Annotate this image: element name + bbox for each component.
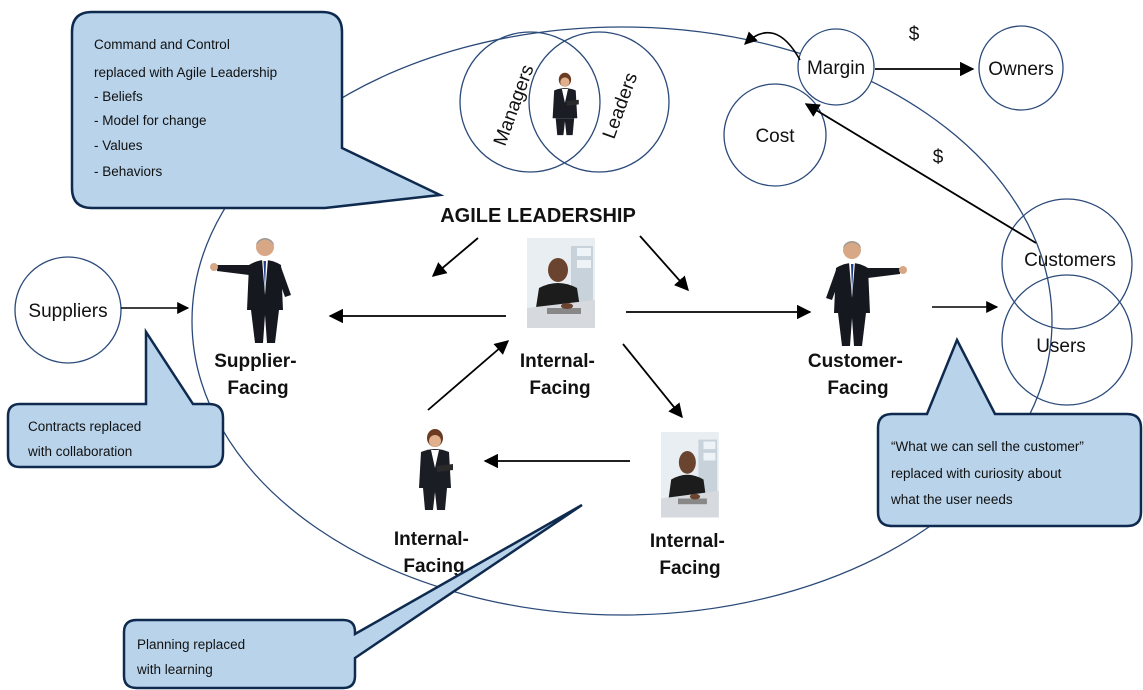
callout-contracts	[6, 327, 225, 469]
internal-facing-center-icon	[527, 238, 595, 328]
arrow-center-to-bottomright	[622, 343, 683, 419]
callout-command-and-control	[70, 10, 445, 210]
customer-facing-businessman-icon	[826, 241, 907, 346]
leaders-circle	[528, 31, 670, 173]
supplier-facing-businessman-icon	[210, 238, 291, 343]
arrow-bottomleft-to-center	[427, 340, 510, 411]
callout-contracts-text: Contracts replaced with collaboration	[27, 419, 145, 459]
callout-planning	[122, 503, 583, 690]
callout-planning-text: Planning replaced with learning	[136, 637, 249, 677]
margin-label: Margin	[807, 58, 865, 79]
arrow-customers-margin	[804, 103, 1037, 244]
arrow-leadership-left	[431, 237, 479, 277]
suppliers-circle	[14, 256, 122, 364]
cost-circle	[723, 83, 827, 187]
customers-circle	[1001, 198, 1133, 330]
users-label: Users	[1036, 336, 1086, 357]
callout-customer-text: “What we can sell the customer” replaced…	[890, 439, 1088, 507]
arrow-margin-curve	[744, 31, 801, 61]
cost-label: Cost	[755, 126, 795, 147]
internal-facing-bottom-right-icon	[661, 432, 719, 518]
internal-facing-bottom-left-label: Internal- Facing	[394, 529, 474, 577]
suppliers-label: Suppliers	[28, 301, 107, 322]
agile-leadership-title: AGILE LEADERSHIP	[440, 205, 636, 227]
margin-circle	[797, 28, 875, 106]
businesswoman-tablet-icon	[552, 72, 579, 136]
internal-facing-bottom-left-icon	[419, 429, 453, 510]
users-circle	[1001, 274, 1133, 406]
venn-leaders-label: Leaders	[599, 70, 642, 142]
internal-facing-center-label: Internal- Facing	[520, 351, 600, 399]
owners-circle	[978, 25, 1064, 111]
dollar-sign-customers: $	[933, 147, 944, 168]
venn-managers-label: Managers	[490, 62, 539, 149]
dollar-sign-owners: $	[909, 24, 920, 45]
internal-facing-bottom-right-label: Internal- Facing	[650, 531, 730, 579]
callout-customer	[876, 337, 1143, 528]
managers-circle	[459, 31, 601, 173]
callout-command-and-control-text: Command and Control replaced with Agile …	[94, 37, 281, 179]
arrow-leadership-right	[639, 235, 689, 292]
supplier-facing-label: Supplier- Facing	[214, 351, 302, 399]
customers-label: Customers	[1024, 250, 1116, 271]
owners-label: Owners	[988, 59, 1053, 80]
customer-facing-label: Customer- Facing	[808, 351, 908, 399]
organization-ellipse	[191, 26, 1053, 616]
